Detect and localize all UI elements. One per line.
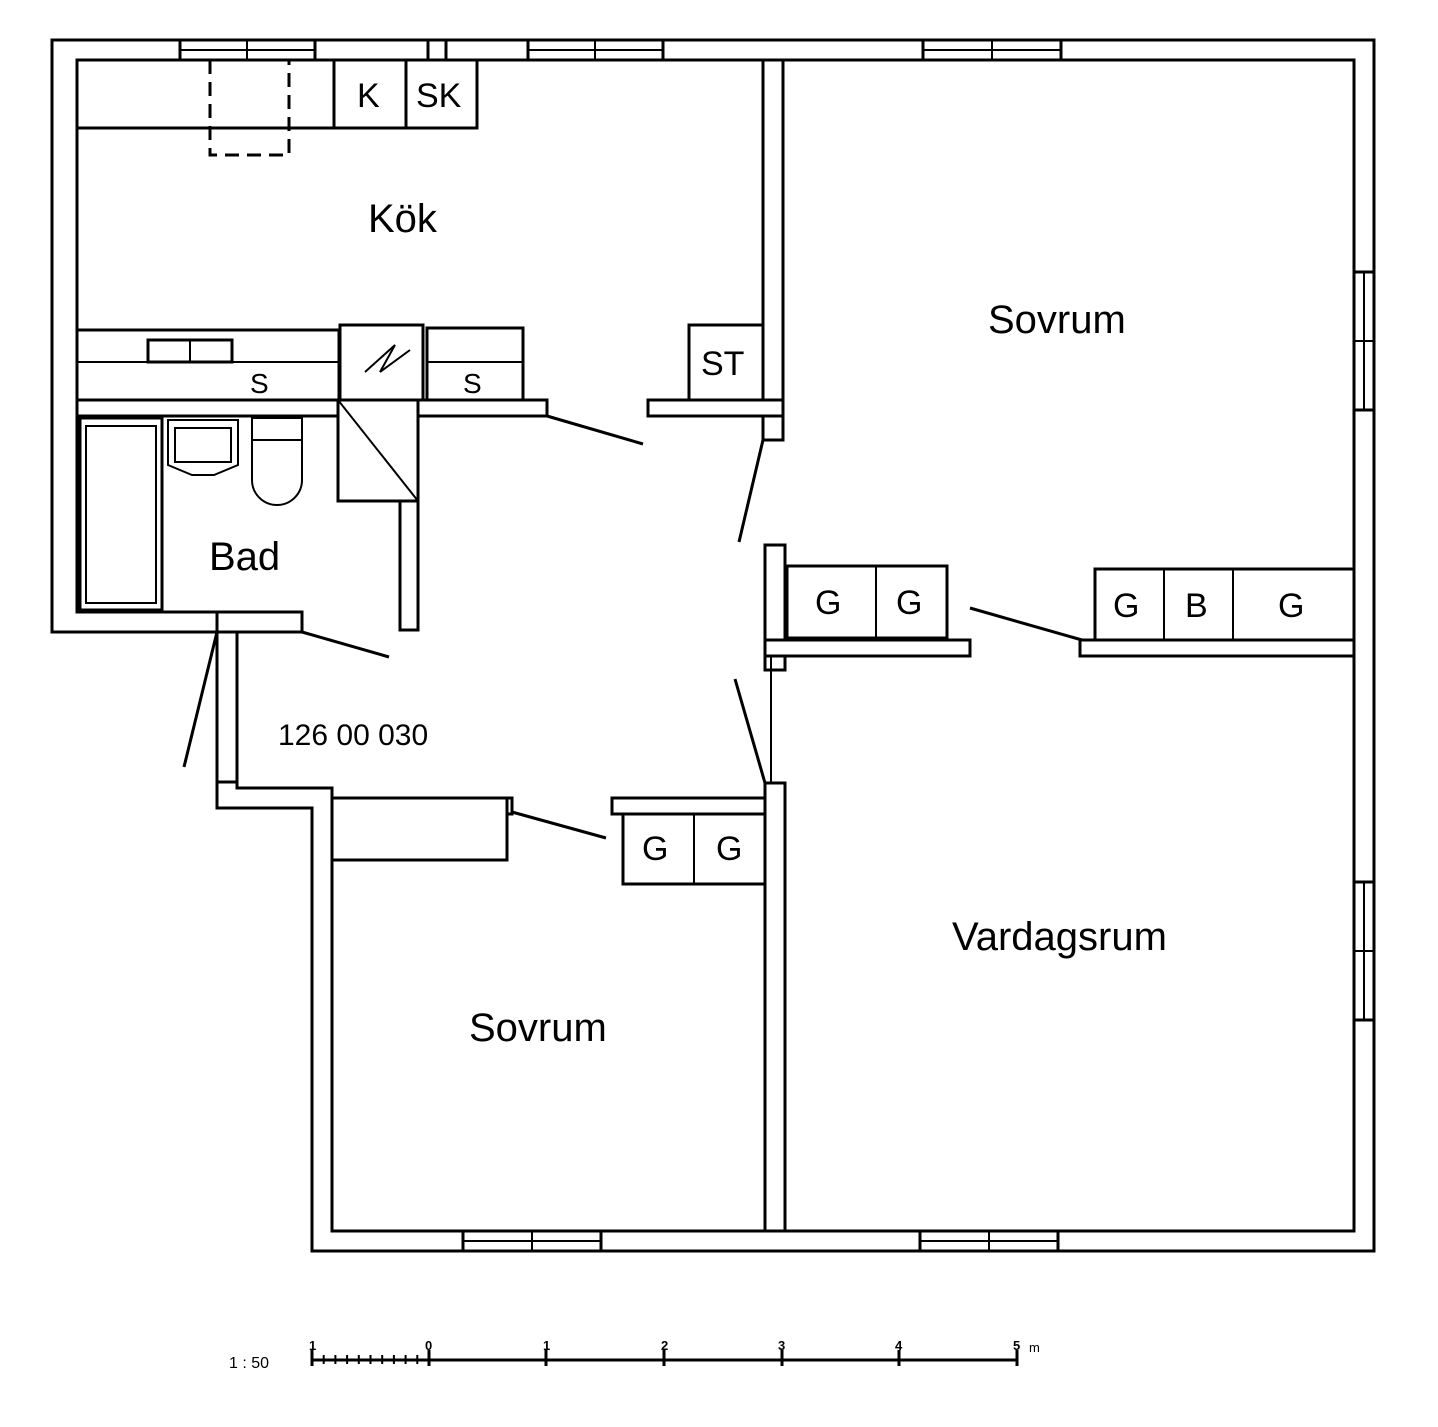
scale-bar: 1 : 50 1 0 1 2 3 4 5 m	[229, 1338, 1040, 1372]
scale-tick-label: 1	[543, 1338, 550, 1353]
doors	[182, 414, 1083, 840]
room-label-kitchen: Kök	[368, 197, 438, 241]
scale-tick-label: 2	[661, 1338, 668, 1353]
label-wardrobe-5: G	[642, 830, 668, 868]
kitchen-lower-counter	[75, 323, 765, 402]
label-storage: ST	[701, 345, 744, 383]
room-label-bedroom-bottom: Sovrum	[469, 1006, 607, 1050]
apartment-code: 126 00 030	[278, 719, 428, 752]
room-label-living: Vardagsrum	[952, 915, 1167, 959]
room-label-bedroom-top: Sovrum	[988, 298, 1126, 342]
windows	[178, 38, 1376, 1253]
label-wardrobe-6: G	[716, 830, 742, 868]
outer-walls	[50, 38, 1376, 1253]
label-wardrobe-4: G	[1278, 587, 1304, 625]
scale-tick-label: 4	[895, 1338, 903, 1353]
label-sink-left: S	[250, 368, 269, 399]
scale-unit: m	[1029, 1340, 1040, 1355]
scale-ratio: 1 : 50	[229, 1355, 269, 1372]
kitchen-counter-top	[75, 58, 479, 157]
scale-minor-ticks	[322, 1355, 419, 1364]
scale-tick-label: 5	[1013, 1338, 1020, 1353]
label-broom-closet: B	[1185, 587, 1208, 625]
label-fridge: K	[357, 77, 380, 115]
interior-walls	[75, 58, 1356, 1233]
scale-tick-label: 3	[778, 1338, 785, 1353]
bath-fixtures	[78, 398, 420, 612]
label-wardrobe-3: G	[1113, 587, 1139, 625]
label-freezer: SK	[416, 77, 462, 115]
label-wardrobe-1: G	[815, 584, 841, 622]
label-sink-right: S	[463, 368, 482, 399]
label-wardrobe-2: G	[896, 584, 922, 622]
room-label-bath: Bad	[209, 535, 280, 579]
wardrobes	[621, 564, 1356, 886]
scale-tick-label: 1	[309, 1338, 316, 1353]
scale-tick-label: 0	[425, 1338, 432, 1353]
